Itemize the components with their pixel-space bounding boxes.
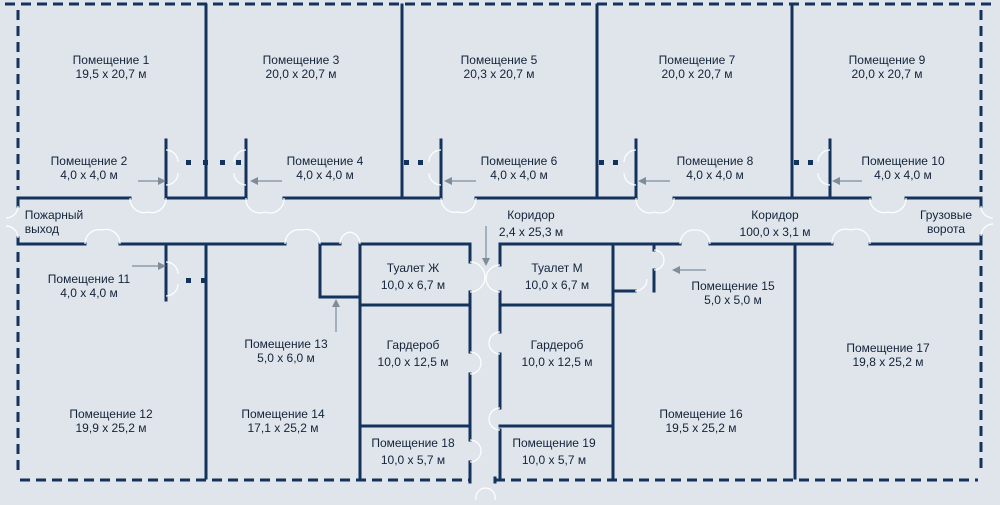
dotted-partitions <box>186 160 813 283</box>
fire-exit-line-2: выход <box>24 222 60 236</box>
room-10-name: Помещение 10 <box>861 154 945 168</box>
room-9-name: Помещение 9 <box>848 53 926 67</box>
room-16-size: 19,5 х 25,2 м <box>665 421 737 435</box>
room-2-name: Помещение 2 <box>50 154 128 168</box>
wc-male-size: 10,0 х 6,7 м <box>524 278 590 292</box>
corridor-center-label: Коридор 2,4 х 25,3 м <box>499 207 563 241</box>
cloakroom-left-name: Гардероб <box>386 338 440 352</box>
room-6-name: Помещение 6 <box>480 154 558 168</box>
windows <box>5 2 995 482</box>
room-17-size: 19,8 х 25,2 м <box>852 355 924 369</box>
room-14-size: 17,1 х 25,2 м <box>247 421 319 435</box>
room-17-name: Помещение 17 <box>846 341 930 355</box>
pointer-arrows <box>132 177 862 332</box>
cloakroom-left-label: Гардероб 10,0 х 12,5 м <box>378 337 449 371</box>
room-11-name: Помещение 11 <box>47 272 131 286</box>
room-15-size: 5,0 х 5,0 м <box>704 293 762 307</box>
room-label-19: Помещение 19 10,0 х 5,7 м <box>512 435 595 469</box>
wc-female-name: Туалет Ж <box>386 261 440 275</box>
room-10-size: 4,0 х 4,0 м <box>874 168 932 182</box>
room-13-name: Помещение 13 <box>244 337 328 351</box>
room-15-name: Помещение 15 <box>691 279 775 293</box>
room-7-name: Помещение 7 <box>658 53 736 67</box>
cloakroom-left-size: 10,0 х 12,5 м <box>377 355 449 369</box>
room-5-name: Помещение 5 <box>460 53 538 67</box>
corridor-main-label: Коридор 100,0 х 3,1 м <box>740 207 811 241</box>
room-8-size: 4,0 х 4,0 м <box>686 168 744 182</box>
room-14-name: Помещение 14 <box>241 407 325 421</box>
room-2-size: 4,0 х 4,0 м <box>60 168 118 182</box>
room-4-size: 4,0 х 4,0 м <box>296 168 354 182</box>
doors <box>5 149 994 501</box>
room-4-name: Помещение 4 <box>286 154 364 168</box>
room-19-name: Помещение 19 <box>512 436 596 450</box>
room-18-size: 10,0 х 5,7 м <box>380 453 446 467</box>
room-7-size: 20,0 х 20,7 м <box>661 67 733 81</box>
room-12-name: Помещение 12 <box>69 407 153 421</box>
room-8-name: Помещение 8 <box>676 154 754 168</box>
room-19-size: 10,0 х 5,7 м <box>521 453 587 467</box>
corridor-main-size: 100,0 х 3,1 м <box>739 225 811 239</box>
room-18-name: Помещение 18 <box>371 436 455 450</box>
cargo-gate-line-2: ворота <box>926 222 966 236</box>
room-3-size: 20,0 х 20,7 м <box>265 67 337 81</box>
room-1-name: Помещение 1 <box>72 53 150 67</box>
corridor-center-size: 2,4 х 25,3 м <box>498 225 564 239</box>
room-9-size: 20,0 х 20,7 м <box>851 67 923 81</box>
corridor-main-name: Коридор <box>751 208 799 222</box>
room-11-size: 4,0 х 4,0 м <box>60 286 118 300</box>
corridor-center-name: Коридор <box>507 208 555 222</box>
room-16-name: Помещение 16 <box>659 407 743 421</box>
cloakroom-right-size: 10,0 х 12,5 м <box>521 355 593 369</box>
room-label-18: Помещение 18 10,0 х 5,7 м <box>371 435 454 469</box>
fire-exit-line-1: Пожарный <box>24 208 84 222</box>
room-6-size: 4,0 х 4,0 м <box>490 168 548 182</box>
room-12-size: 19,9 х 25,2 м <box>75 421 147 435</box>
cargo-gate-line-1: Грузовые <box>919 208 973 222</box>
wc-male-label: Туалет М 10,0 х 6,7 м <box>525 260 589 294</box>
room-13-size: 5,0 х 6,0 м <box>257 351 315 365</box>
wc-female-size: 10,0 х 6,7 м <box>380 278 446 292</box>
wc-male-name: Туалет М <box>531 261 583 275</box>
room-1-size: 19,5 х 20,7 м <box>75 67 147 81</box>
cloakroom-right-name: Гардероб <box>530 338 584 352</box>
wc-female-label: Туалет Ж 10,0 х 6,7 м <box>381 260 445 294</box>
room-3-name: Помещение 3 <box>262 53 340 67</box>
walls <box>16 3 983 484</box>
cloakroom-right-label: Гардероб 10,0 х 12,5 м <box>522 337 593 371</box>
room-5-size: 20,3 х 20,7 м <box>463 67 535 81</box>
